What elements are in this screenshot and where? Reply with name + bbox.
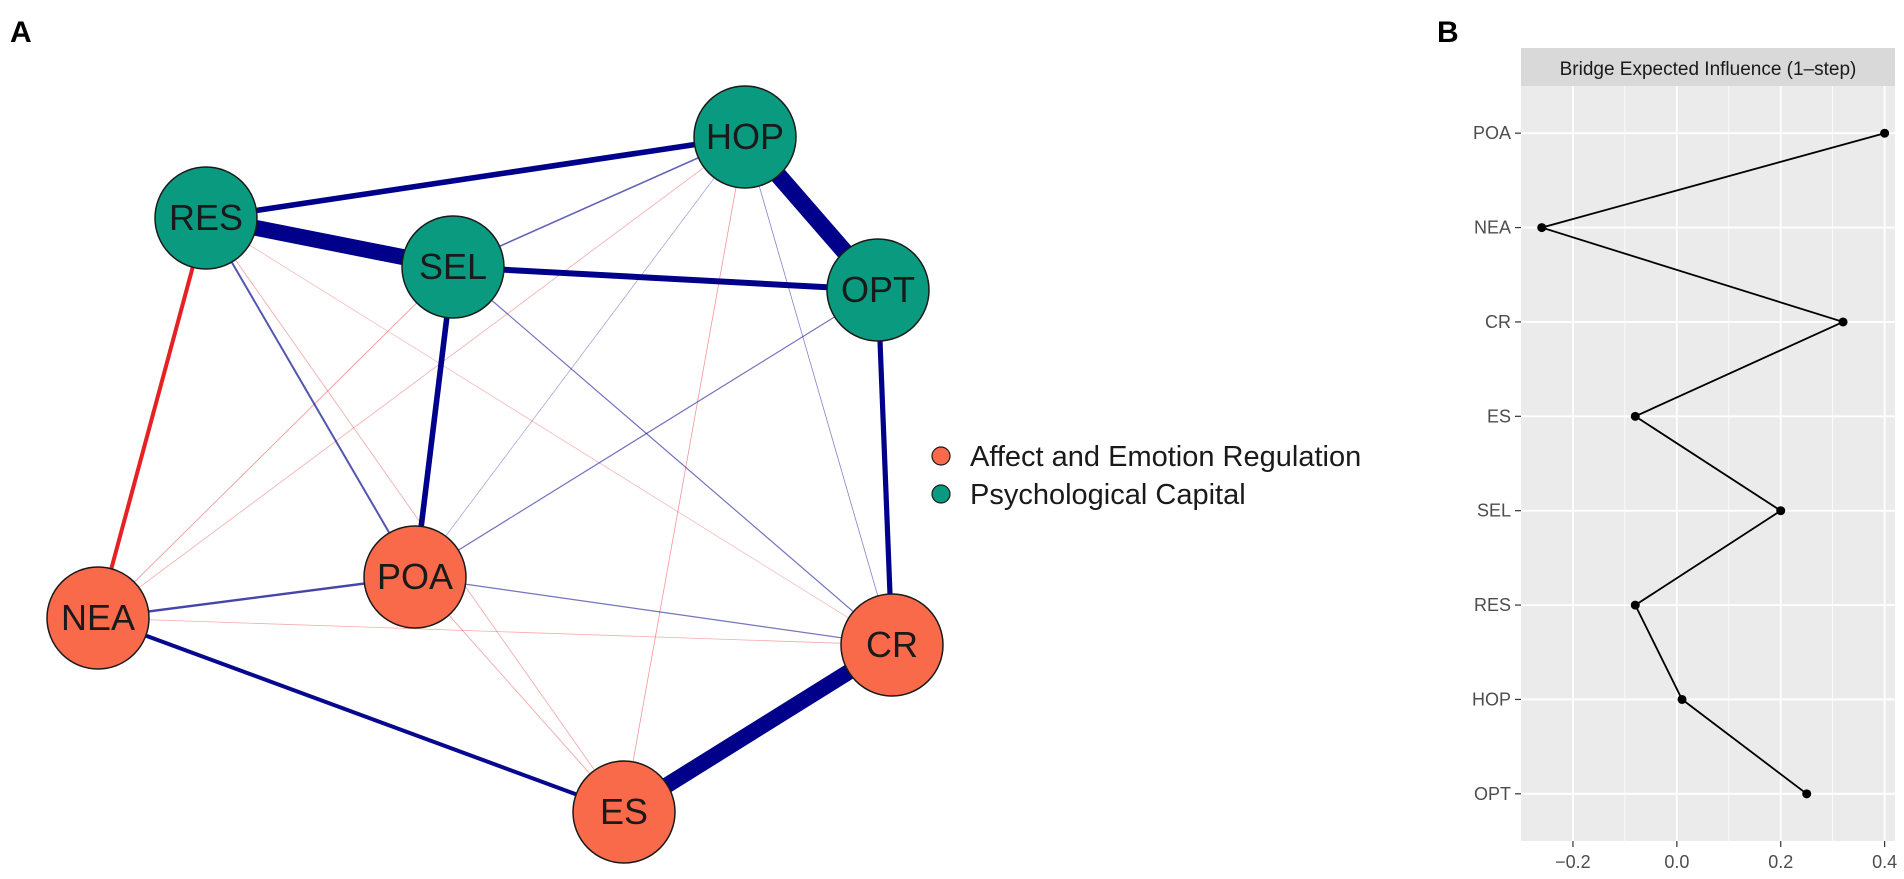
y-tick-label-cr: CR [1485, 312, 1511, 332]
series-points [1537, 128, 1890, 799]
y-tick-label-opt: OPT [1474, 784, 1511, 804]
point-sel [1776, 506, 1786, 516]
grid-lines [1521, 86, 1895, 841]
point-hop [1677, 694, 1687, 704]
legend-label-affect: Affect and Emotion Regulation [970, 441, 1361, 473]
axis-ticks: POA NEA CR ES SEL RES HOP OPT −0.2 0.0 0.2 0.4 [1472, 123, 1897, 872]
edge-sel-poa [412, 266, 456, 578]
x-tick-label: 0.2 [1768, 852, 1793, 872]
node-poa [363, 525, 467, 629]
edge-res-nea [96, 217, 208, 619]
edge-res-hop [205, 134, 746, 221]
point-nea [1537, 223, 1547, 233]
facet-strip-title: Bridge Expected Influence (1–step) [1560, 59, 1857, 80]
edge-hop-cr [744, 136, 893, 646]
node-label-cr: CR [866, 624, 918, 665]
node-label-opt: OPT [841, 269, 915, 310]
y-tick-label-sel: SEL [1477, 501, 1511, 521]
point-poa [1880, 128, 1890, 138]
node-nea [46, 566, 150, 670]
panel-label-a: A [10, 16, 32, 49]
network-legend: Affect and Emotion Regulation Psychologi… [931, 441, 1361, 511]
edge-res-poa [205, 217, 416, 578]
edge-res-cr [205, 217, 893, 646]
edge-poa-es [414, 576, 625, 813]
series-line [1538, 132, 1885, 795]
node-cr [840, 593, 944, 697]
y-tick-label-poa: POA [1473, 123, 1511, 143]
bridge-influence-line [1538, 132, 1885, 795]
edge-poa-opt [414, 289, 879, 578]
node-label-nea: NEA [61, 597, 135, 638]
edge-cr-es [619, 638, 897, 819]
edge-nea-poa [97, 575, 416, 620]
point-res [1630, 600, 1640, 610]
node-label-sel: SEL [419, 246, 487, 287]
network-nodes: HOP RES SEL OPT NEA POA CR ES [46, 85, 944, 864]
point-cr [1838, 317, 1848, 327]
edge-sel-cr [452, 266, 893, 646]
edge-hop-nea [97, 136, 746, 619]
y-tick-label-es: ES [1487, 406, 1511, 426]
edge-nea-cr [97, 617, 893, 646]
node-label-res: RES [169, 197, 243, 238]
legend-label-capital: Psychological Capital [970, 479, 1246, 511]
point-opt [1802, 789, 1812, 799]
node-label-hop: HOP [706, 116, 784, 157]
x-tick-label: 0.4 [1872, 852, 1897, 872]
edge-sel-hop [452, 136, 746, 268]
panel-label-b: B [1437, 16, 1459, 49]
node-res [154, 166, 258, 270]
node-label-poa: POA [377, 556, 453, 597]
legend-swatch-affect [931, 446, 951, 466]
edge-sel-opt [452, 264, 879, 293]
edge-res-es [205, 217, 625, 813]
node-opt [826, 238, 930, 342]
edge-nea-es [97, 616, 625, 814]
edge-hop-poa [414, 136, 746, 578]
edge-opt-cr [875, 289, 895, 646]
node-label-es: ES [600, 791, 648, 832]
node-es [572, 760, 676, 864]
x-tick-label: 0.0 [1664, 852, 1689, 872]
point-es [1630, 411, 1640, 421]
network-graph: HOP RES SEL OPT NEA POA CR ES [46, 85, 944, 864]
facet-strip [1521, 48, 1895, 86]
x-tick-label: −0.2 [1555, 852, 1591, 872]
node-hop [693, 85, 797, 189]
edge-hop-es [623, 136, 746, 813]
bridge-influence-chart: Bridge Expected Influence (1–step) POA NE… [1472, 48, 1897, 872]
node-sel [401, 215, 505, 319]
edge-poa-cr [414, 576, 893, 646]
y-tick-label-res: RES [1474, 595, 1511, 615]
y-tick-label-hop: HOP [1472, 689, 1511, 709]
y-tick-label-nea: NEA [1474, 218, 1511, 238]
legend-swatch-capital [931, 484, 951, 504]
edge-sel-nea [97, 266, 454, 619]
